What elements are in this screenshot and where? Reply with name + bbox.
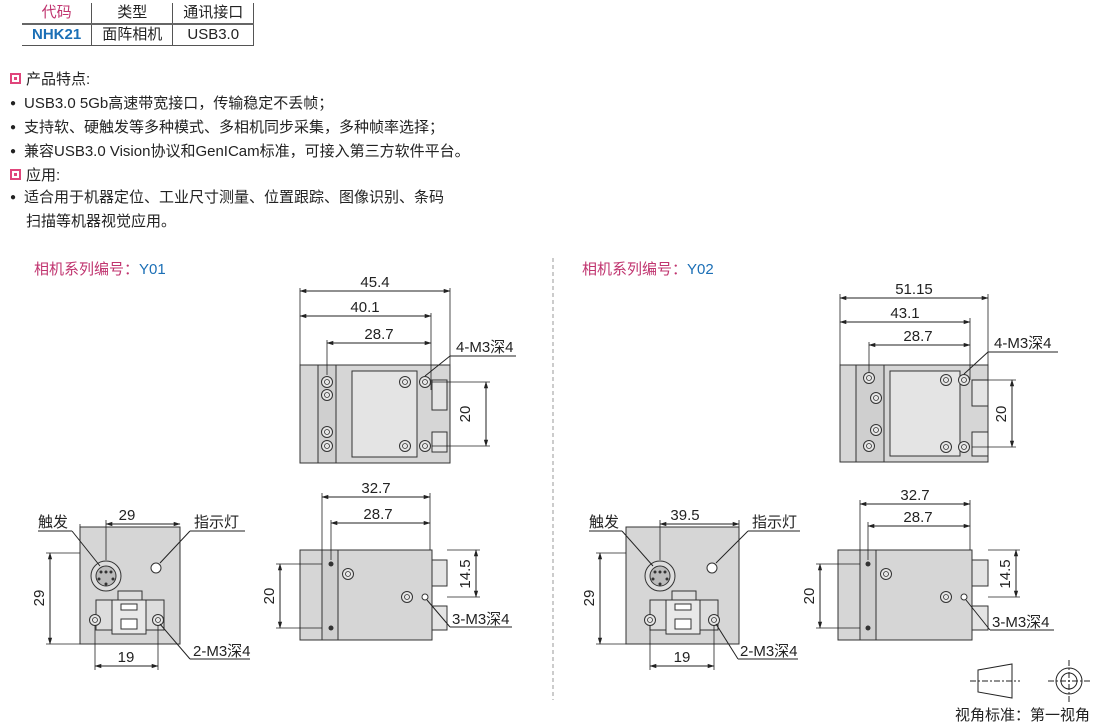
header-code: 代码 xyxy=(22,3,93,25)
dim-right-top-w1: 51.15 xyxy=(895,281,933,298)
label-right-led: 指示灯 xyxy=(752,514,797,531)
dim-left-back-w2: 19 xyxy=(118,649,135,666)
spec-table: 代码 类型 通讯接口 NHK21 面阵相机 USB3.0 xyxy=(22,3,255,46)
right-back-view: 39.5 触发 指示灯 29 19 2-M3深4 xyxy=(581,507,800,670)
label-left-trigger: 触发 xyxy=(38,514,68,531)
feature-item: 支持软、硬触发等多种模式、多相机同步采集，多种帧率选择； xyxy=(10,116,470,140)
dim-left-side-h2: 14.5 xyxy=(457,559,474,588)
dim-right-top-w2: 43.1 xyxy=(890,305,919,322)
left-top-view: 45.4 40.1 28.7 4-M3深4 20 xyxy=(299,274,516,464)
dim-left-side-hole: 3-M3深4 xyxy=(452,611,510,628)
right-side-view: 32.7 28.7 20 14.5 3-M3深4 xyxy=(801,487,1054,641)
dim-left-top-w3: 28.7 xyxy=(364,326,393,343)
dim-right-side-w2: 28.7 xyxy=(903,509,932,526)
dim-right-side-h: 20 xyxy=(801,588,818,605)
dim-right-top-h: 20 xyxy=(993,406,1010,423)
label-left-led: 指示灯 xyxy=(194,514,239,531)
section-marker-icon xyxy=(10,73,21,84)
dim-right-side-h2: 14.5 xyxy=(997,559,1014,588)
application-item-cont: 扫描等机器视觉应用。 xyxy=(26,213,177,230)
dim-left-top-w1: 45.4 xyxy=(360,274,389,291)
dim-left-back-hole: 2-M3深4 xyxy=(193,643,251,660)
feature-item: 兼容USB3.0 Vision协议和GenICam标准，可接入第三方软件平台。 xyxy=(10,140,470,164)
features-heading: 产品特点: xyxy=(10,68,90,89)
left-back-view: 29 触发 指示灯 29 19 2-M3深4 xyxy=(31,507,251,670)
dim-left-top-w2: 40.1 xyxy=(350,299,379,316)
dim-right-side-hole: 3-M3深4 xyxy=(992,614,1050,631)
dim-left-side-h: 20 xyxy=(261,588,278,605)
section-marker-icon xyxy=(10,169,21,180)
dim-left-side-w1: 32.7 xyxy=(361,480,390,497)
dim-right-back-h: 29 xyxy=(581,590,598,607)
right-top-view: 51.15 43.1 28.7 4-M3深4 20 xyxy=(839,281,1058,463)
application-item: 适合用于机器定位、工业尺寸测量、位置跟踪、图像识别、条码 xyxy=(10,186,444,210)
dim-right-side-w1: 32.7 xyxy=(900,487,929,504)
series-left: 相机系列编号：Y01 xyxy=(34,261,166,278)
label-right-trigger: 触发 xyxy=(589,514,619,531)
dim-right-back-hole: 2-M3深4 xyxy=(740,643,798,660)
application-list: 适合用于机器定位、工业尺寸测量、位置跟踪、图像识别、条码 扫描等机器视觉应用。 xyxy=(10,186,444,234)
application-heading: 应用: xyxy=(10,164,60,185)
dim-left-back-h: 29 xyxy=(31,590,48,607)
features-list: USB3.0 5Gb高速带宽接口，传输稳定不丢帧； 支持软、硬触发等多种模式、多… xyxy=(10,92,470,164)
cell-interface: USB3.0 xyxy=(172,23,255,46)
dim-left-back-w: 29 xyxy=(119,507,136,524)
series-right: 相机系列编号：Y02 xyxy=(582,261,714,278)
first-angle-projection-icon xyxy=(970,660,1090,702)
header-type: 类型 xyxy=(91,3,174,25)
projection-label: 视角标准：第一视角 xyxy=(955,706,1090,724)
feature-item: USB3.0 5Gb高速带宽接口，传输稳定不丢帧； xyxy=(10,92,470,116)
dim-left-top-h: 20 xyxy=(457,406,474,423)
dim-right-top-hole: 4-M3深4 xyxy=(994,335,1052,352)
dim-left-side-w2: 28.7 xyxy=(363,506,392,523)
dim-left-top-hole: 4-M3深4 xyxy=(456,339,514,356)
dim-right-top-w3: 28.7 xyxy=(903,328,932,345)
left-side-view: 32.7 28.7 20 14.5 3-M3深4 xyxy=(261,480,512,641)
dim-right-back-w2: 19 xyxy=(674,649,691,666)
header-interface: 通讯接口 xyxy=(172,3,255,25)
dim-right-back-w: 39.5 xyxy=(670,507,699,524)
cell-type: 面阵相机 xyxy=(91,23,174,46)
